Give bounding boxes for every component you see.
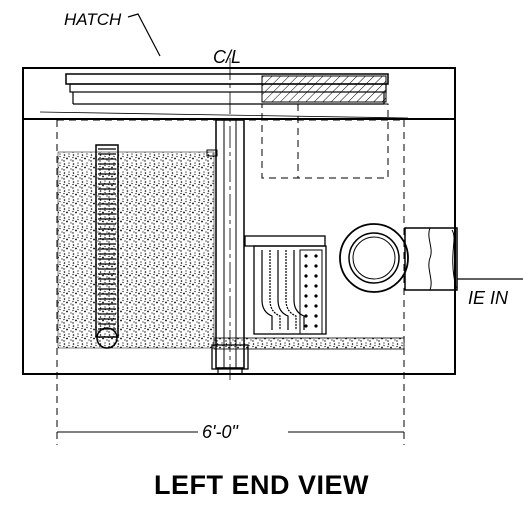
dimension-label: 6'-0" — [202, 422, 239, 442]
vault-top-slab — [22, 67, 456, 120]
centerline-label: C/L — [213, 47, 241, 67]
inlet-label: IE IN — [468, 288, 509, 308]
filter-cartridge-assembly — [244, 235, 327, 335]
inlet-pipe — [404, 227, 523, 291]
view-title: LEFT END VIEW — [154, 470, 369, 500]
corrugated-pipe — [95, 144, 119, 349]
stone-media-fill — [57, 151, 215, 349]
hatch-label-group: HATCH — [64, 10, 161, 57]
hatch-label: HATCH — [64, 10, 122, 29]
outlet-pipe-end — [339, 223, 409, 293]
width-dimension: 6'-0" — [57, 422, 404, 442]
hatch-frame — [39, 73, 409, 119]
stone-floor-fill — [213, 337, 405, 350]
